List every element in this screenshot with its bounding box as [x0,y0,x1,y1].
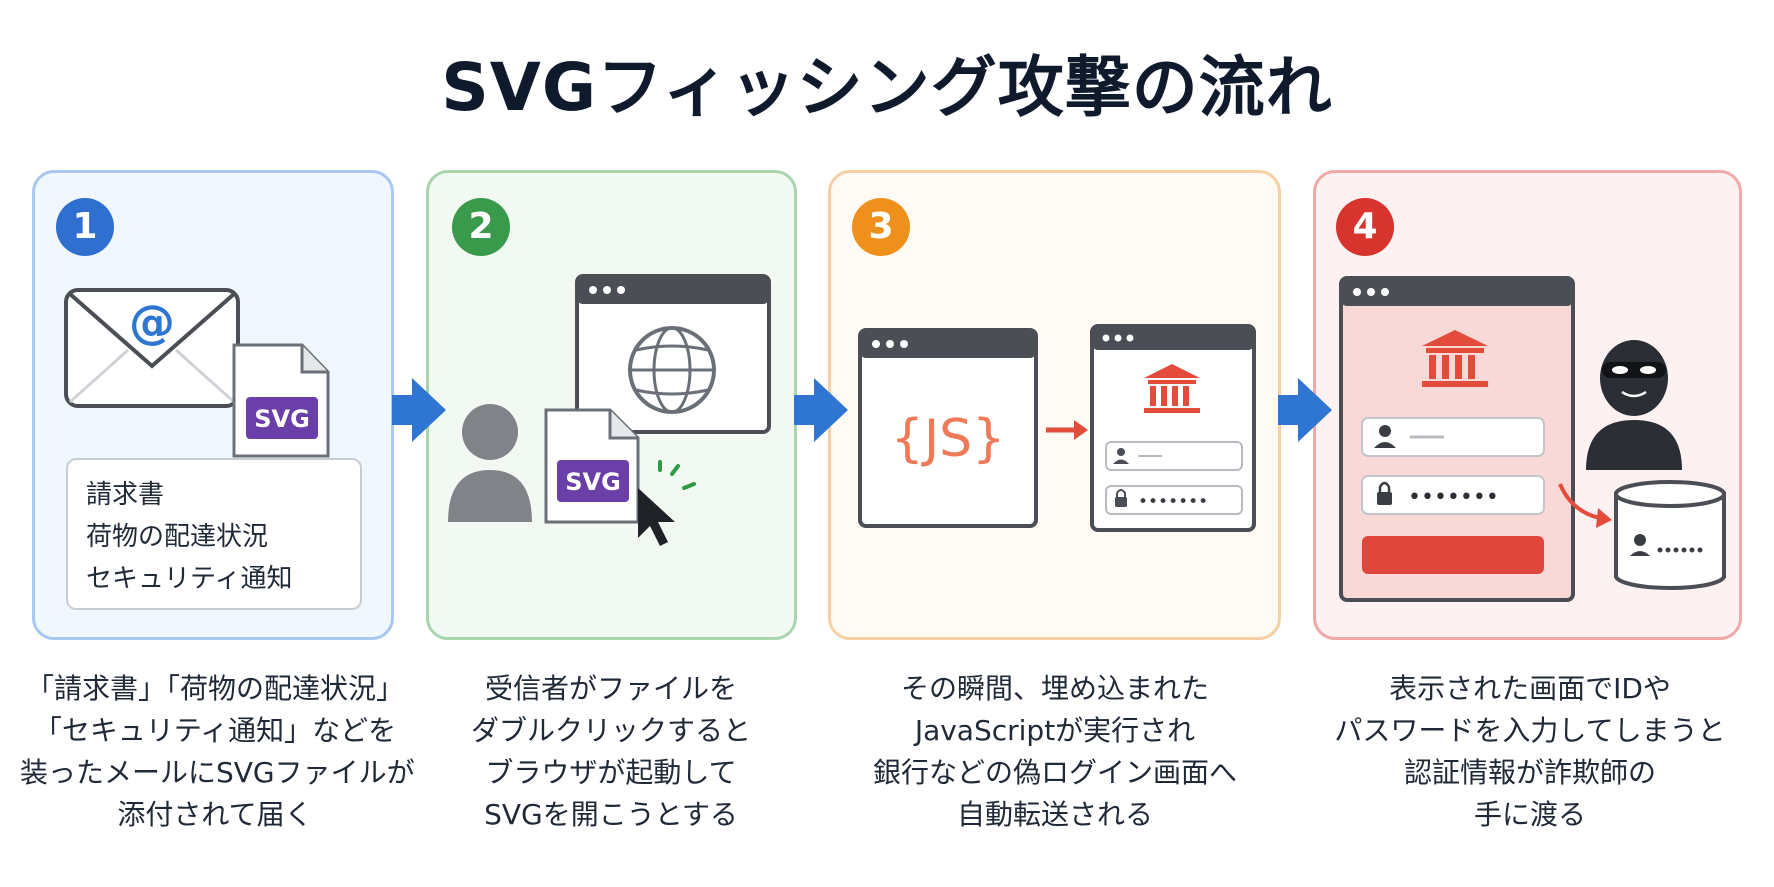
browser-window-icon [575,274,771,434]
svg-file-label-2: SVG [565,468,621,496]
step-3-caption: その瞬間、埋め込まれた JavaScriptが実行され 銀行などの偽ログイン画面… [872,672,1237,831]
flow-arrow-2-icon [794,378,848,442]
person-icon [448,404,532,522]
lock-icon-2 [1377,481,1392,505]
step-4-badge: 4 [1336,198,1394,256]
password-field[interactable] [1105,485,1243,515]
bank-icon [1144,364,1200,413]
password-field-2[interactable] [1361,475,1545,515]
page-title: SVGフィッシング攻撃の流れ [441,49,1333,126]
browser-window-icon-2 [858,328,1038,528]
flow-arrow-1-icon [392,378,446,442]
password-mask-2: ••••••• [1408,485,1499,510]
hacker-icon [1586,340,1682,470]
flow-arrow-3-icon [1278,378,1332,442]
svg-file-label: SVG [254,405,310,433]
lure-list [66,458,362,610]
lock-icon [1115,489,1127,507]
database-icon [1614,480,1726,590]
step-2-badge: 2 [452,198,510,256]
step-1-badge: 1 [56,198,114,256]
id-field-2[interactable] [1361,417,1545,457]
bank-icon-2 [1422,330,1488,387]
stolen-data-arrow-icon [1558,483,1612,528]
lure-item-invoice: 請求書 [86,480,165,510]
step-1-caption: 「請求書」「荷物の配達状況」 「セキュリティ通知」などを 装ったメールにSVGフ… [20,672,415,831]
user-icon-2 [1374,425,1444,448]
globe-icon [628,326,716,414]
fake-login-window-icon [1090,324,1256,532]
step-3-badge: 3 [852,198,910,256]
cursor-icon [638,460,696,546]
email-at-symbol: @ [129,295,175,349]
password-mask: ••••••• [1138,492,1208,512]
arrow-right-icon [1046,420,1088,440]
login-button[interactable] [1362,536,1544,574]
svg-file-icon-2 [544,408,640,524]
step-4-caption: 表示された画面でIDや パスワードを入力してしまうと 認証情報が詐欺師の 手に渡… [1334,672,1726,831]
user-icon [1113,448,1162,464]
code-icon: {JS} [891,409,1006,469]
lure-item-security: セキュリティ通知 [86,564,293,594]
id-field[interactable] [1105,441,1243,471]
step-2-caption: 受信者がファイルを ダブルクリックすると ブラウザが起動して SVGを開こうとす… [470,672,751,831]
lure-item-delivery: 荷物の配達状況 [86,522,269,552]
svg-file-icon [232,343,330,458]
